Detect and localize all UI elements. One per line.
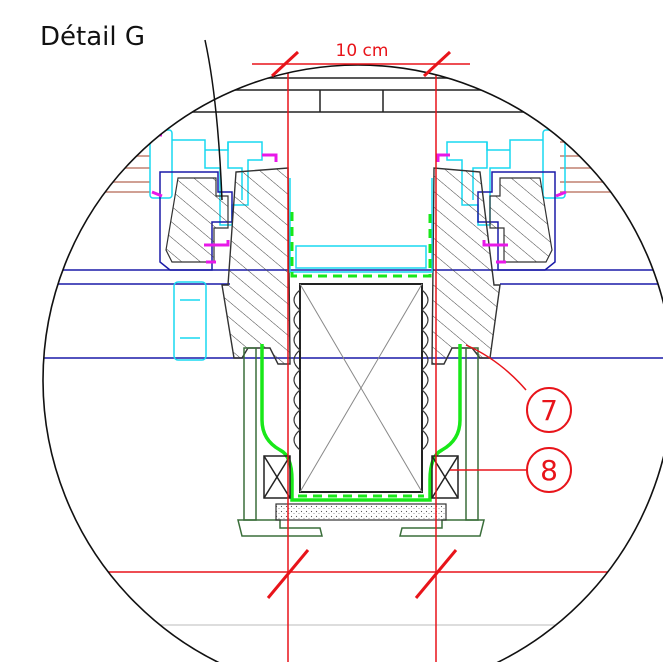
seal-green [260, 344, 462, 502]
opening-profile [289, 178, 433, 273]
callout-8-number: 8 [540, 454, 558, 487]
callout-8: 8 [450, 447, 572, 493]
membrane-top [290, 212, 432, 278]
detail-content [43, 65, 663, 662]
callout-7: 7 [465, 344, 572, 433]
sill-board [275, 503, 447, 521]
title-leader [204, 39, 223, 201]
timber-sash-left [165, 177, 229, 263]
timber-sash-right [489, 177, 553, 263]
glazing-panel-right [560, 131, 663, 193]
detail-title: Détail G [40, 22, 146, 52]
insulation-right [421, 289, 429, 451]
dimension-label: 10 cm [336, 41, 389, 61]
beam [299, 283, 423, 493]
insulation-left [293, 289, 301, 451]
callout-7-number: 7 [540, 394, 558, 427]
detail-circle [42, 64, 663, 666]
glazing-panel-left [43, 131, 150, 193]
dimension-10cm: 10 cm [252, 41, 470, 78]
gaskets [151, 133, 567, 264]
aluminium-profile-left [149, 129, 263, 361]
frame-outline-right [477, 171, 556, 271]
